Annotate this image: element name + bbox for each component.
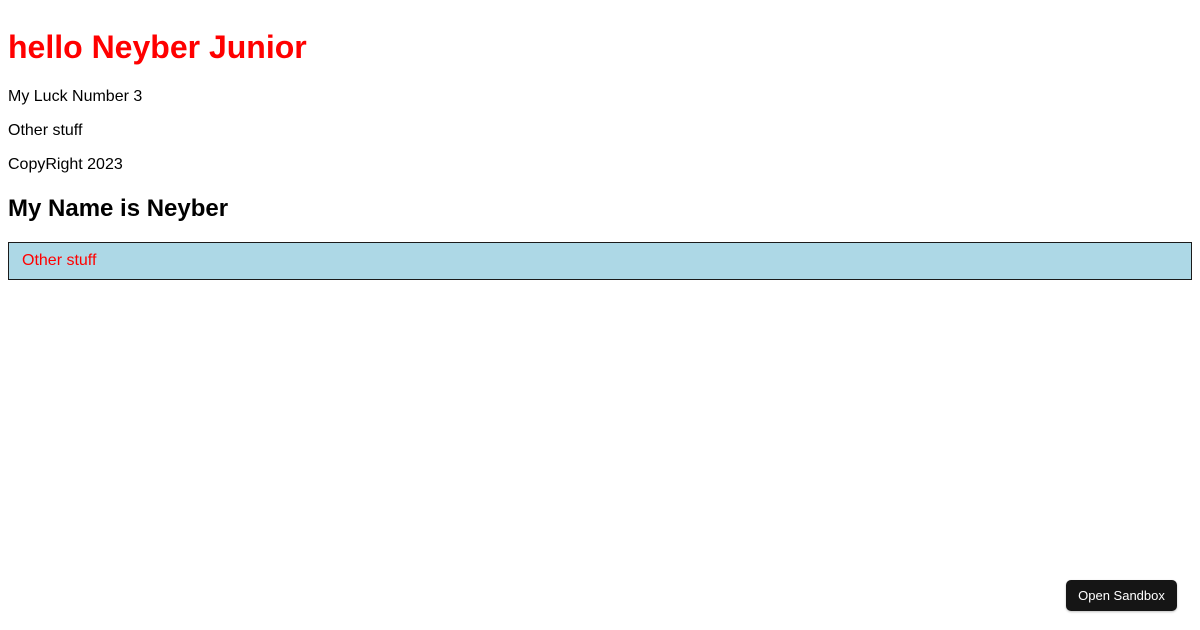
info-box-label: Other stuff xyxy=(22,252,97,270)
info-box: Other stuff xyxy=(8,242,1192,281)
page-title: hello Neyber Junior xyxy=(8,29,307,66)
paragraph-copyright: CopyRight 2023 xyxy=(8,156,123,174)
section-title-name: My Name is Neyber xyxy=(8,194,229,222)
paragraph-other-stuff: Other stuff xyxy=(8,122,83,140)
open-sandbox-button[interactable]: Open Sandbox xyxy=(1066,580,1177,611)
paragraph-luck-number: My Luck Number 3 xyxy=(8,87,143,105)
